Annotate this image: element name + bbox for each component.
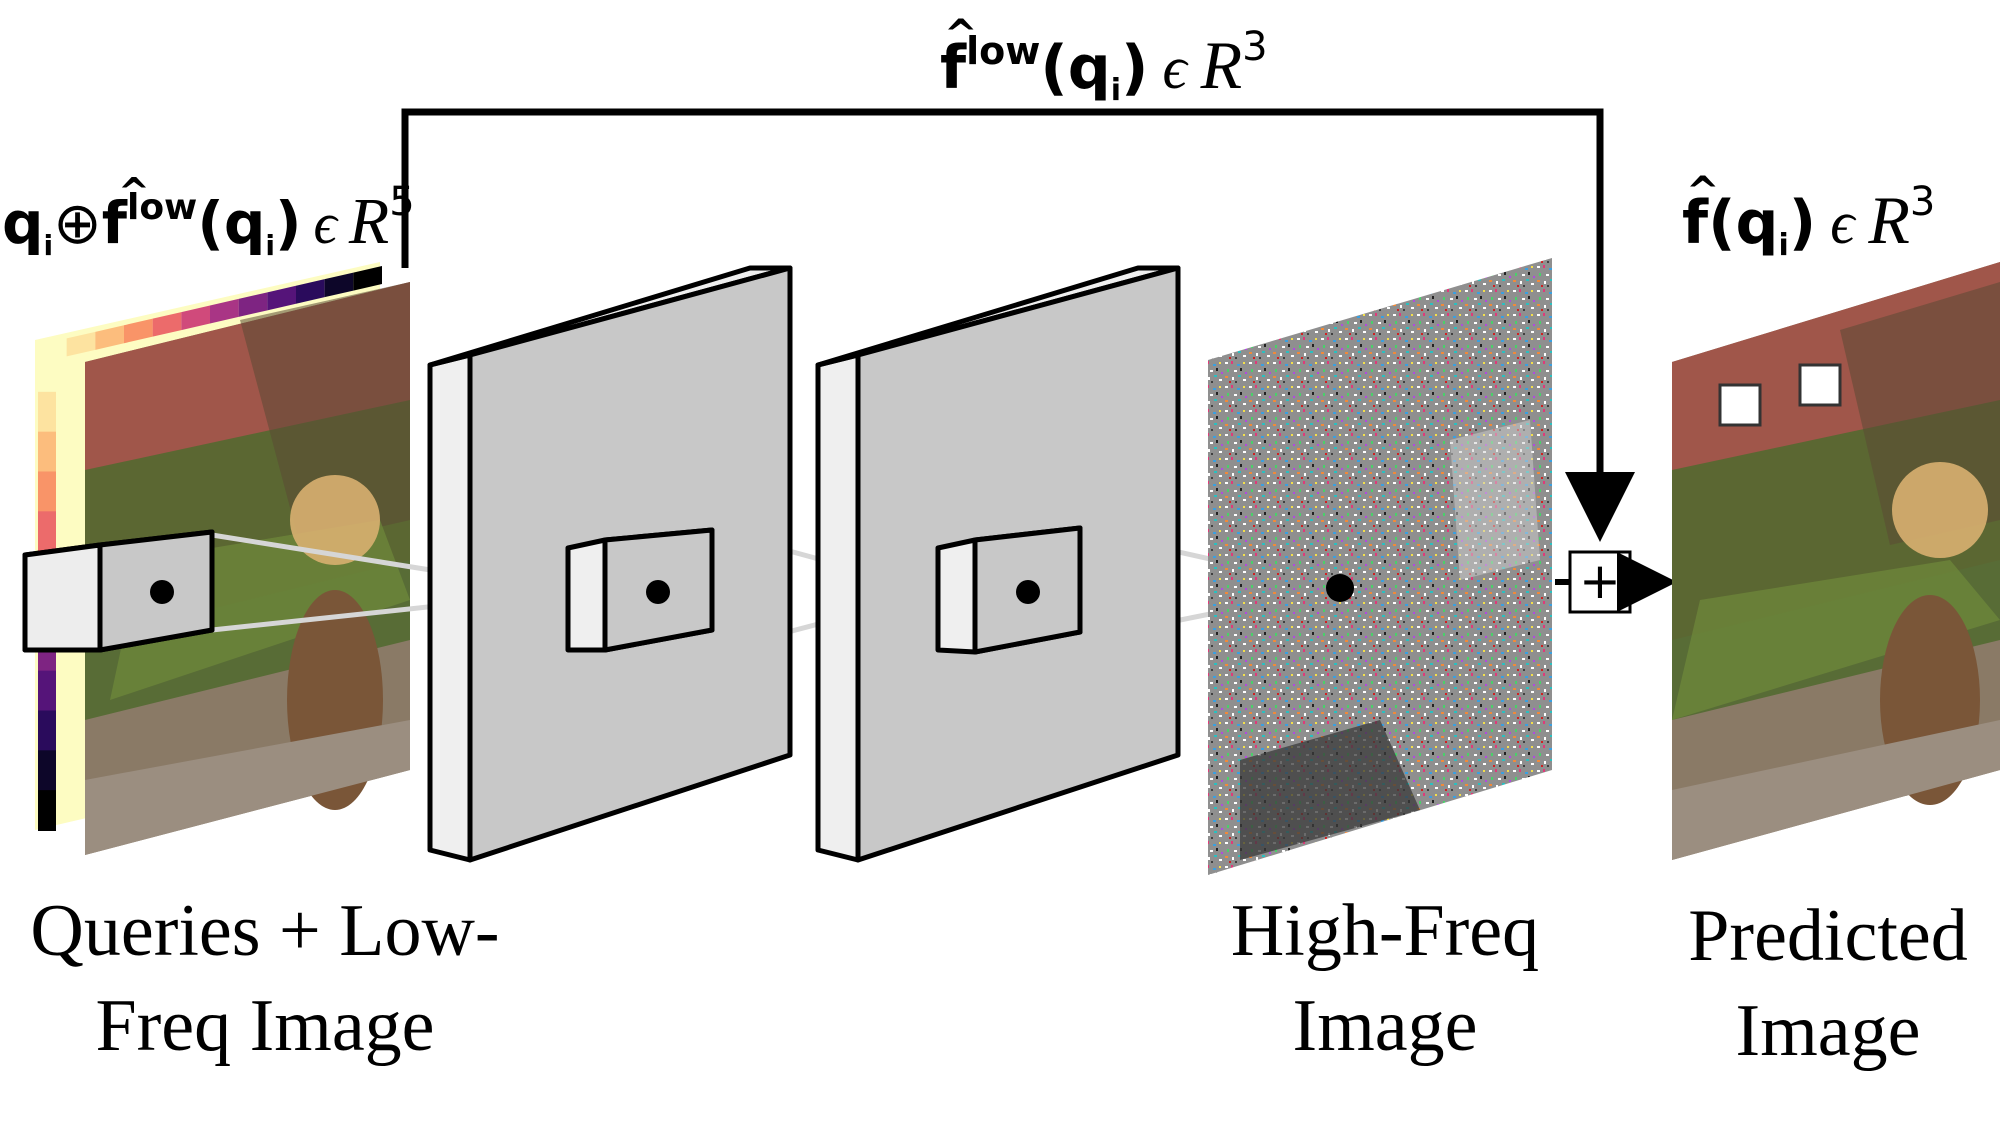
colormap-cell-vertical bbox=[38, 391, 56, 433]
colormap-cell-diagonal bbox=[38, 338, 67, 363]
colormap-cell-diagonal bbox=[267, 285, 296, 311]
caption-input-line1: Queries + Low- bbox=[30, 890, 499, 972]
colormap-cell-diagonal bbox=[210, 298, 239, 324]
sum-node: + bbox=[1568, 550, 1632, 614]
colormap-cell-diagonal bbox=[124, 318, 153, 344]
right-formula-hat: ^ bbox=[1686, 169, 1720, 215]
high-freq-query-point bbox=[1326, 574, 1354, 602]
caption-highfreq-line1: High-Freq bbox=[1231, 890, 1539, 972]
colormap-cell-diagonal bbox=[95, 325, 124, 350]
conv-block-2-point bbox=[1016, 580, 1040, 604]
colormap-cell-diagonal bbox=[66, 331, 96, 357]
sum-symbol: + bbox=[1579, 552, 1621, 610]
caption-input-line2: Freq Image bbox=[95, 985, 434, 1067]
colormap-cell-vertical bbox=[38, 710, 56, 752]
colormap-cell-diagonal bbox=[296, 279, 325, 304]
caption-predicted-line2: Image bbox=[1736, 990, 1921, 1072]
skip-connection-line bbox=[401, 108, 1635, 542]
colormap-cell-vertical bbox=[38, 431, 56, 473]
predicted-image bbox=[1672, 262, 2000, 860]
colormap-cell-vertical bbox=[38, 790, 56, 831]
conv-block-1-point bbox=[646, 580, 670, 604]
left-formula-hat: ^ bbox=[118, 170, 150, 214]
colormap-cell-vertical bbox=[38, 750, 56, 792]
colormap-cell-diagonal bbox=[181, 305, 210, 331]
input-query-point bbox=[150, 580, 174, 604]
colormap-cell-vertical bbox=[38, 511, 56, 553]
lowfreq-input-photo bbox=[85, 282, 410, 855]
colormap-cell-diagonal bbox=[152, 312, 182, 337]
colormap-cell-diagonal bbox=[324, 272, 354, 298]
high-freq-image bbox=[1208, 258, 1552, 875]
conv-block-2 bbox=[935, 525, 1083, 655]
top-formula-hat: ^ bbox=[944, 12, 978, 58]
colormap-cell-vertical bbox=[38, 352, 56, 393]
input-query-cube bbox=[22, 529, 215, 653]
caption-predicted-line1: Predicted bbox=[1688, 895, 1967, 977]
conv-block-1 bbox=[565, 527, 715, 653]
colormap-cell-vertical bbox=[38, 670, 56, 712]
colormap-cell-diagonal bbox=[238, 292, 268, 317]
caption-highfreq-line2: Image bbox=[1293, 985, 1478, 1067]
colormap-cell-diagonal bbox=[353, 266, 382, 291]
colormap-cell-vertical bbox=[38, 471, 56, 513]
